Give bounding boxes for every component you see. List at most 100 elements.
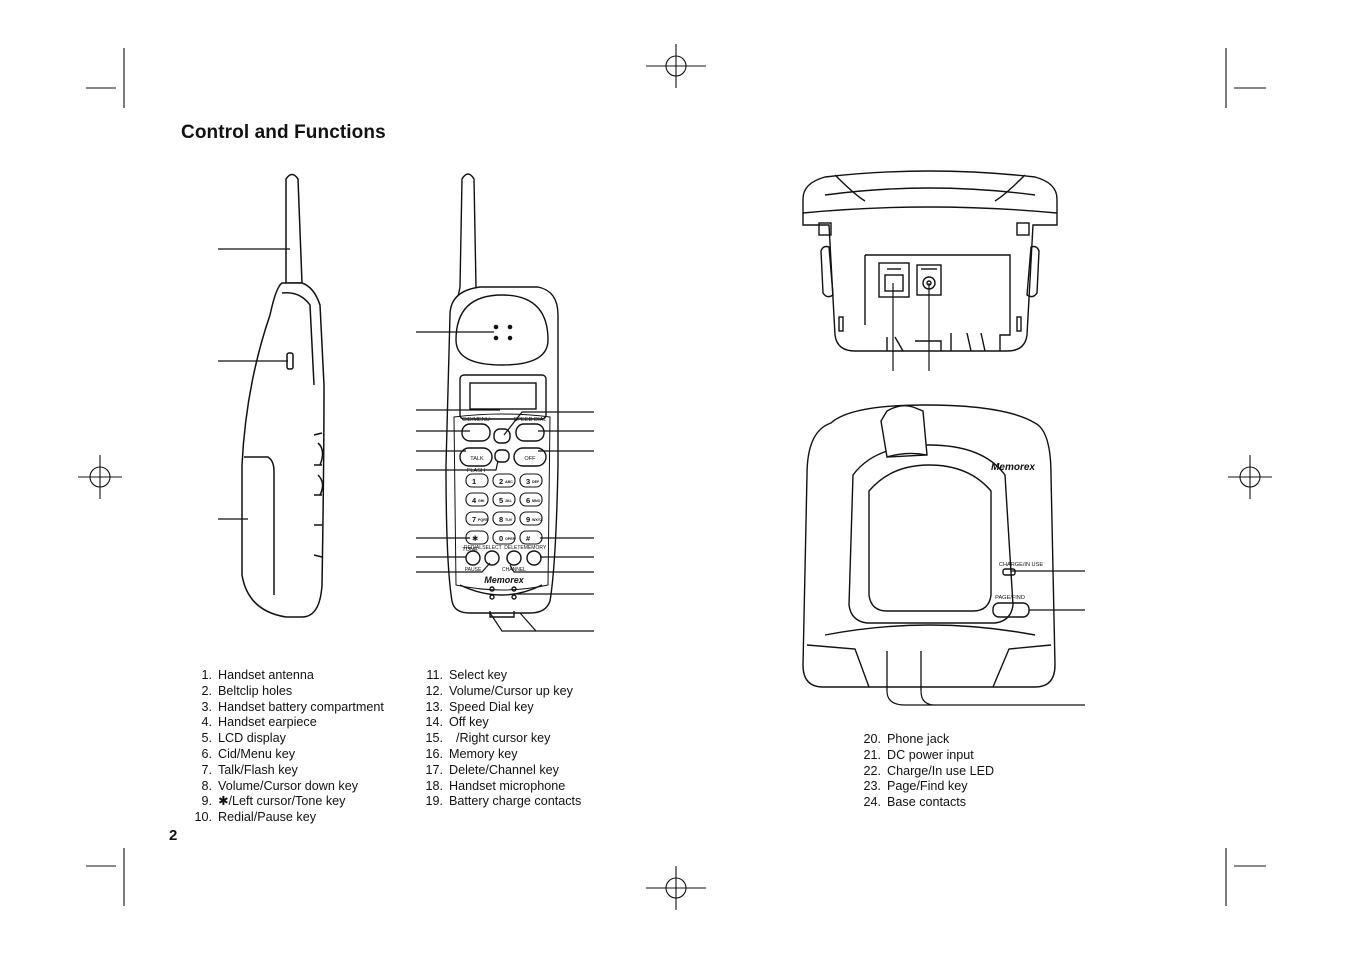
list-item: 11. Select key [413,668,581,684]
list-item-label: Handset battery compartment [218,699,384,714]
list-item-number: 2. [201,683,212,698]
list-item-label: Off key [449,715,489,730]
list-item-number: 4. [201,715,212,730]
list-item: 12. Volume/Cursor up key [413,684,581,700]
list-item-number: 12. [425,683,443,698]
key-digit: 0 [499,534,503,543]
parts-list-handset-keys: 11. Select key 12. Volume/Cursor up key 13.S… [413,668,581,810]
list-item: 13.Speed Dial key [413,700,581,716]
list-item-label: Volume/Cursor down key [218,778,358,793]
key-letters: TUV [505,518,513,522]
key-digit: 7 [472,515,476,524]
key-letters: MNO [532,499,541,503]
key-digit: 1 [472,477,476,486]
list-item: 24. Base contacts [851,795,994,811]
list-item: 23. Page/Find key [851,779,994,795]
list-item-number: 23. [863,779,881,794]
page-number: 2 [169,827,178,844]
list-item: 19. Battery charge contacts [413,794,581,810]
list-item-label: Volume/Cursor up key [449,683,573,698]
list-item-number: 9. [201,794,212,809]
list-item: 2. Beltclip holes [182,684,384,700]
list-item: 7. Talk/Flash key [182,763,384,779]
pause-label: PAUSE [465,567,482,573]
list-item-label: Redial/Pause key [218,810,317,825]
delete-label: DELETE [504,545,524,551]
list-item-label: DC power input [887,747,974,762]
list-item-label: Cid/Menu key [218,746,295,761]
list-item-label: Handset antenna [218,668,314,682]
key-digit: 2 [499,477,503,486]
key-letters: JKL [505,499,513,503]
off-text: OFF [524,456,536,462]
key-letters: WXYZ [532,518,543,522]
list-item-number: 18. [425,778,443,793]
list-item: 10. Redial/Pause key [182,810,384,826]
list-item-number: 20. [863,732,881,746]
list-item-label: Phone jack [887,732,950,746]
list-item-label: /Right cursor key [449,731,551,746]
list-item-number: 15. [425,731,443,746]
key-digit: 8 [499,515,503,524]
list-item-number: 1. [201,668,212,682]
base-front-view: Memorex CHARGE/IN USE PAGE/FIND [802,404,1085,706]
list-item: 17. Delete/Channel key [413,763,581,779]
cid-menu-text: CID/MENU [462,417,490,423]
key-digit: # [526,534,531,543]
list-item-number: 22. [863,763,881,778]
list-item-number: 16. [425,746,443,761]
key-digit: 6 [526,496,530,505]
list-item-number: 17. [425,762,443,777]
memory-label: MEMORY [524,545,547,551]
list-item: 1. Handset antenna [182,668,384,684]
list-item-label: Speed Dial key [449,699,534,714]
list-item-number: 24. [863,795,881,810]
list-item-number: 10. [194,810,212,825]
list-item-label: Talk/Flash key [218,762,298,777]
list-item-label: Handset earpiece [218,715,317,730]
list-item-number: 3. [201,699,212,714]
list-item: 5. LCD display [182,731,384,747]
talk-text: TALK [470,456,484,462]
handset-brand-logo: Memorex [484,575,525,585]
list-item-label: Beltclip holes [218,683,293,698]
list-item-label: Delete/Channel key [449,762,559,777]
key-letters: DEF [532,480,540,484]
list-item: 6. Cid/Menu key [182,747,384,763]
key-letters: PQRS [478,518,489,522]
list-item-label: Battery charge contacts [449,794,582,809]
list-item: 22. Charge/In use LED [851,764,994,780]
list-item: 9. ✱/Left cursor/Tone key [182,794,384,810]
list-item: 8.Volume/Cursor down key [182,779,384,795]
list-item-label: Charge/In use LED [887,763,995,778]
base-rear-view [802,170,1058,371]
list-item: 4. Handset earpiece [182,715,384,731]
list-item-number: 19. [425,794,443,809]
handset-side-view [218,173,325,618]
list-item-number: 11. [426,668,443,682]
list-item-label: Page/Find key [887,779,968,794]
key-letters: OPER [505,537,516,541]
list-item: 3. Handset battery compartment [182,699,384,716]
list-item-number: 6. [201,746,212,761]
page-title: Control and Functions [181,122,386,143]
handset-front-view: CID/MENU SPEED DIAL TALK FLASH OFF TONE … [416,173,594,632]
list-item-label: ✱/Left cursor/Tone key [218,794,346,809]
list-item-number: 5. [201,731,212,746]
key-digit: 9 [526,515,530,524]
list-item-label: Base contacts [887,795,967,810]
key-digit: ✱ [472,534,478,543]
key-digit: 3 [526,477,530,486]
list-item-label: LCD display [218,731,286,746]
list-item: 18. Handset microphone [413,779,581,795]
key-letters: GHI [478,499,484,503]
list-item-label: Handset microphone [449,778,566,793]
list-item-number: 14. [425,715,443,730]
list-item-label: Select key [449,668,508,682]
list-item-number: 21. [863,747,881,762]
list-item: 20. Phone jack [851,732,994,748]
list-item-number: 7. [201,762,212,777]
redial-label: REDIAL [464,545,482,551]
tone-text: TONE [462,547,478,553]
